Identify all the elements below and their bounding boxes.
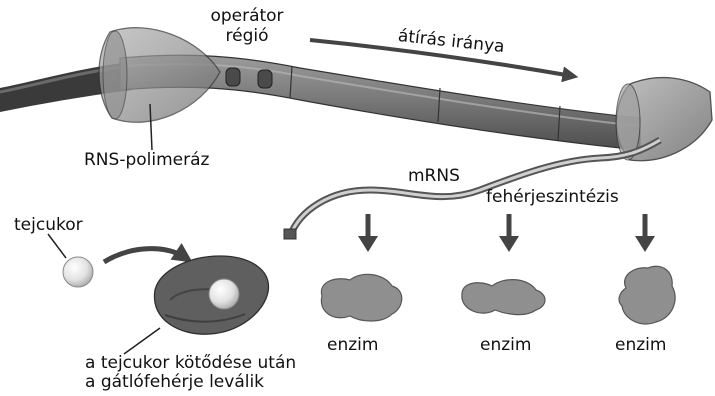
protein-synthesis-label: fehérjeszintézis — [486, 188, 619, 206]
operator-region-label: operátor régió — [206, 6, 288, 46]
translation-arrow-3 — [635, 214, 655, 252]
mrna-label: mRNS — [408, 167, 460, 185]
enzyme-blob-1 — [321, 274, 401, 321]
lactose-leader — [48, 234, 66, 258]
binding-arrow — [104, 249, 186, 262]
enzyme-blob-3 — [619, 266, 675, 324]
lactose-label: tejcukor — [14, 216, 83, 234]
enzyme-blob-2 — [462, 280, 545, 315]
translation-arrow-1 — [358, 214, 378, 252]
rna-polymerase-label: RNS-polimeráz — [84, 151, 209, 169]
enzyme-label-3: enzim — [615, 336, 666, 354]
caption-leader — [124, 328, 160, 354]
operator-label-line1: operátor — [206, 6, 288, 26]
operator-label-line2: régió — [206, 26, 288, 46]
caption-line-1: a tejcukor kötődése után — [85, 354, 296, 373]
operator-notch-1 — [226, 68, 240, 86]
repressor-caption: a tejcukor kötődése után a gátlófehérje … — [85, 354, 296, 392]
translation-arrow-2 — [499, 214, 519, 252]
caption-line-2: a gátlófehérje leválik — [85, 373, 296, 392]
operator-notch-2 — [258, 70, 272, 88]
enzyme-label-2: enzim — [480, 336, 531, 354]
lactose-molecule — [63, 257, 93, 287]
bound-lactose — [209, 279, 239, 309]
enzyme-label-1: enzim — [327, 336, 378, 354]
